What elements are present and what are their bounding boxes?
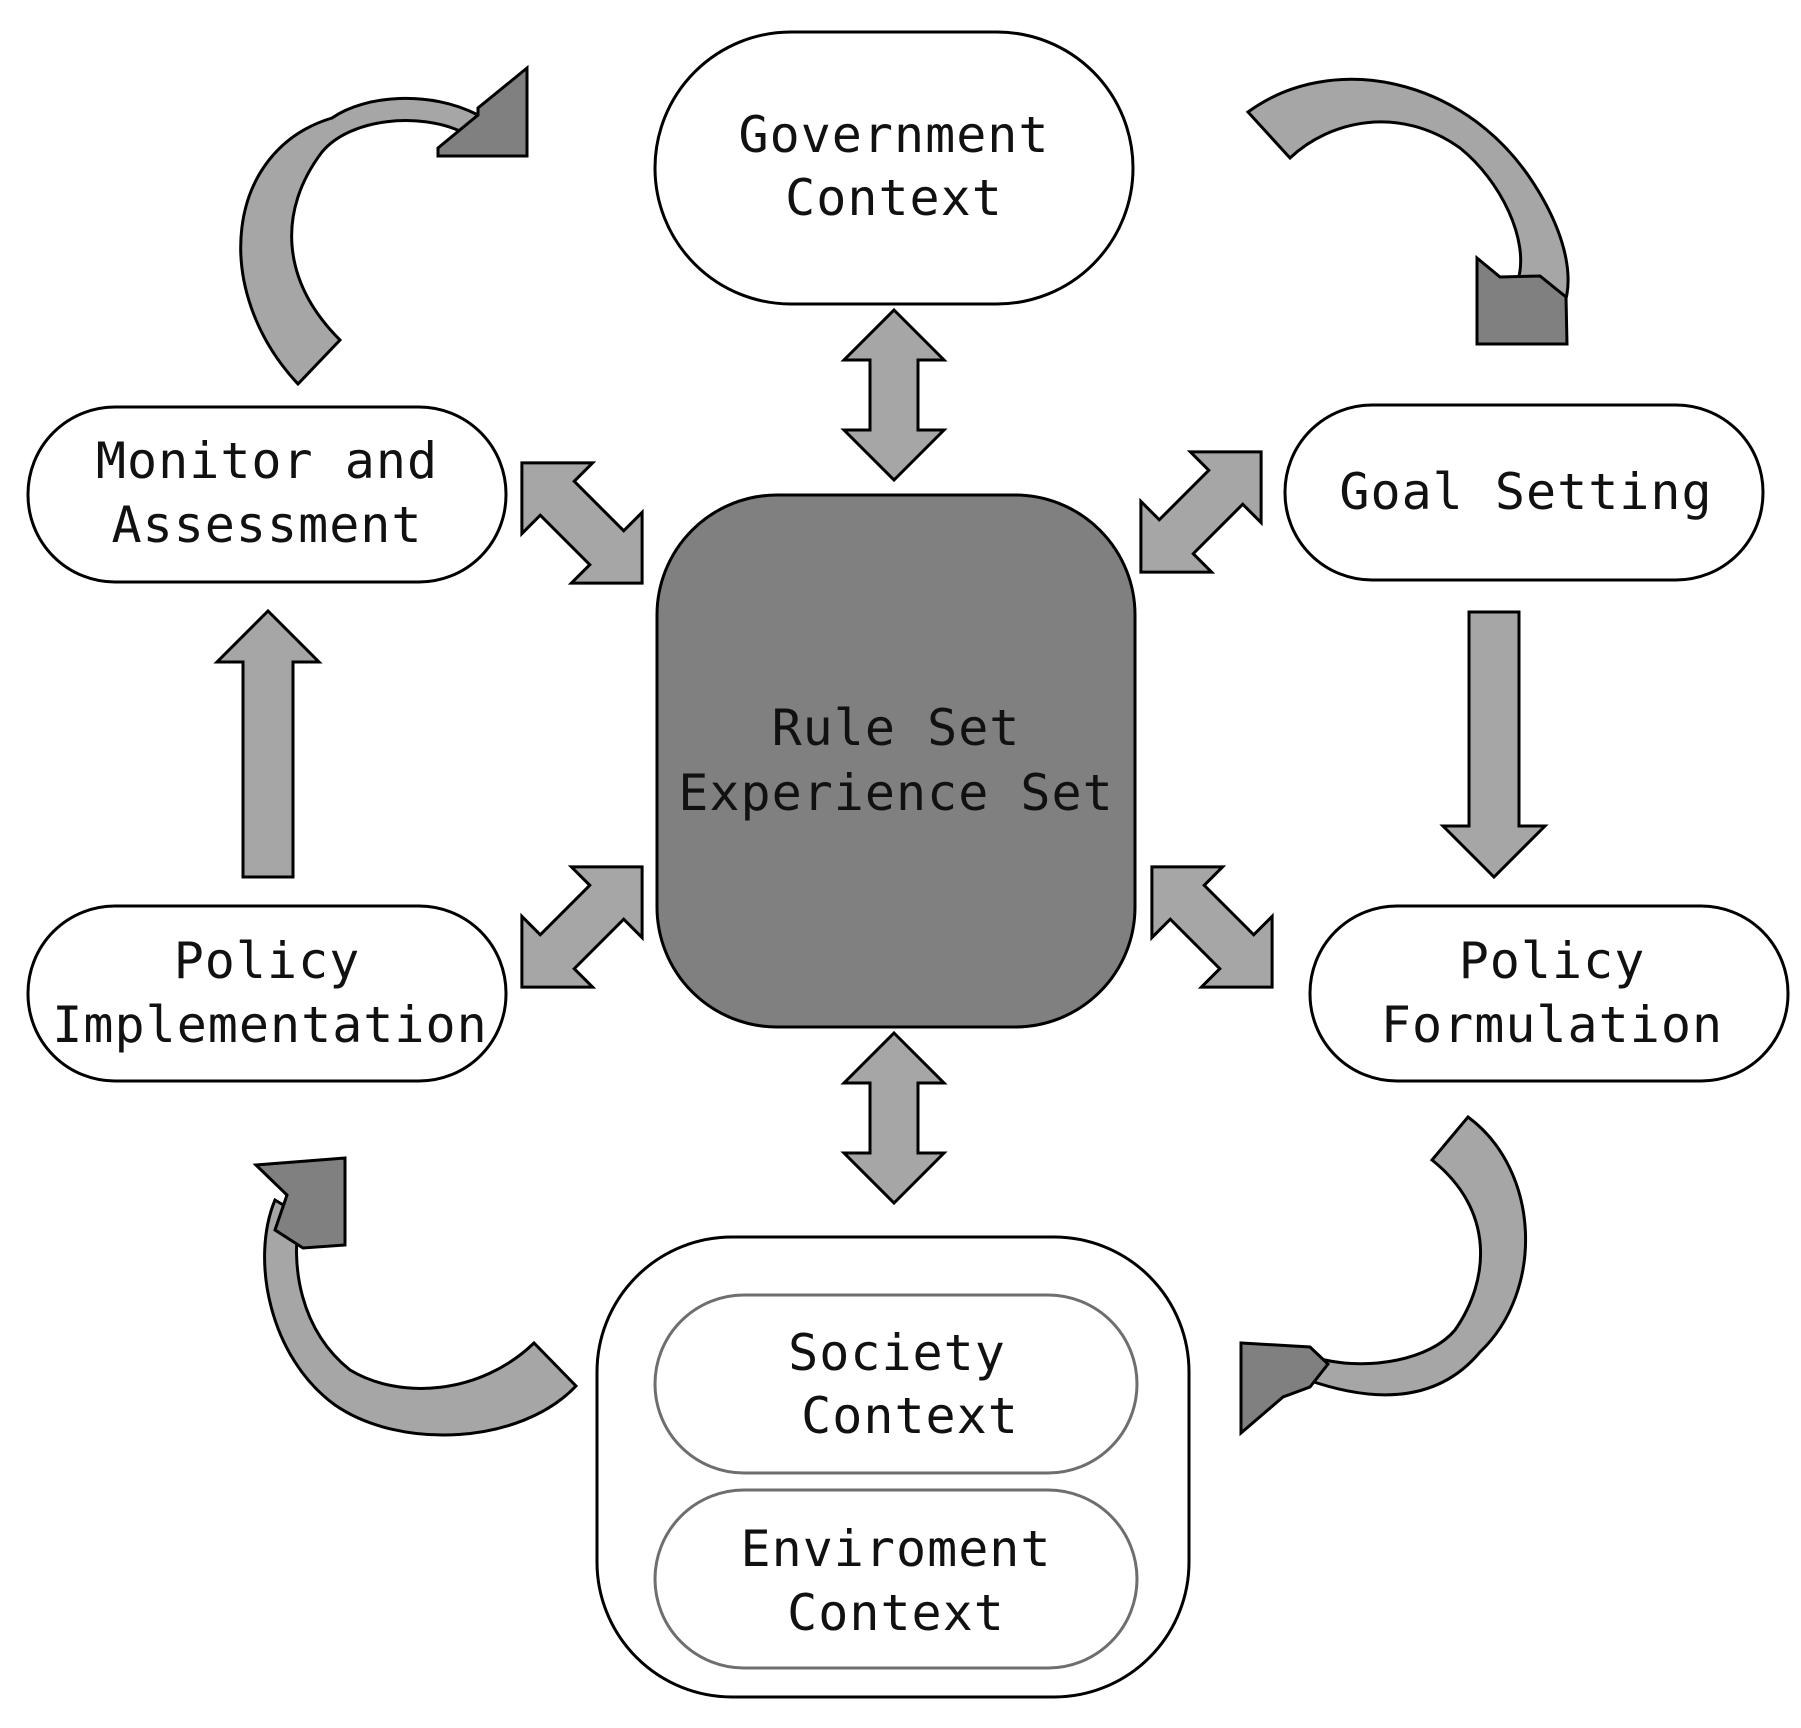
goal-setting-node: Goal Setting	[1283, 403, 1765, 582]
society-context-line2: Context	[801, 1387, 1019, 1445]
environment-context-node: Enviroment Context	[653, 1488, 1139, 1670]
context-to-implementation-arrowhead	[252, 1156, 347, 1250]
policy-formulation-line1: Policy	[1459, 932, 1646, 990]
formulation-to-context-curved-arrow	[1305, 1114, 1527, 1397]
context-to-implementation-curved-arrow	[263, 1197, 579, 1437]
monitor-center-double-arrow	[485, 426, 679, 620]
monitor-assessment-line2: Assessment	[111, 496, 422, 554]
center-context-double-arrow	[842, 1031, 946, 1205]
monitor-assessment-node: Monitor and Assessment	[26, 405, 508, 584]
implementation-to-monitor-arrow	[213, 608, 323, 879]
monitor-assessment-line1: Monitor and	[96, 432, 438, 490]
environment-context-line1: Enviroment	[740, 1520, 1051, 1578]
government-context-line2: Context	[785, 169, 1003, 227]
policy-formulation-line2: Formulation	[1381, 996, 1723, 1054]
monitor-to-government-arrowhead	[436, 64, 529, 158]
government-to-goal-arrowhead	[1475, 254, 1569, 346]
monitor-to-government-curved-arrow	[239, 96, 481, 387]
government-context-node: Government Context	[653, 30, 1135, 306]
society-context-line1: Society	[788, 1324, 1006, 1382]
context-container: Society Context Enviroment Context	[595, 1235, 1191, 1699]
environment-context-line2: Context	[787, 1584, 1005, 1642]
policy-formulation-node: Policy Formulation	[1308, 904, 1790, 1083]
government-center-double-arrow	[842, 308, 946, 482]
rule-set-line2: Experience Set	[678, 764, 1113, 822]
society-context-node: Society Context	[653, 1293, 1139, 1475]
formulation-to-context-arrowhead	[1239, 1341, 1331, 1437]
government-context-line1: Government	[738, 106, 1049, 164]
goal-setting-label: Goal Setting	[1339, 463, 1712, 521]
policy-implementation-node: Policy Implementation	[26, 904, 508, 1083]
implementation-center-double-arrow	[485, 830, 679, 1024]
goal-to-formulation-arrow	[1439, 610, 1549, 880]
rule-set-line1: Rule Set	[772, 699, 1021, 757]
center-formulation-double-arrow	[1115, 830, 1309, 1024]
policy-implementation-line1: Policy	[174, 932, 361, 990]
rule-set-center-node: Rule Set Experience Set	[655, 493, 1137, 1029]
policy-implementation-line2: Implementation	[52, 996, 487, 1054]
center-goal-double-arrow	[1104, 415, 1298, 609]
